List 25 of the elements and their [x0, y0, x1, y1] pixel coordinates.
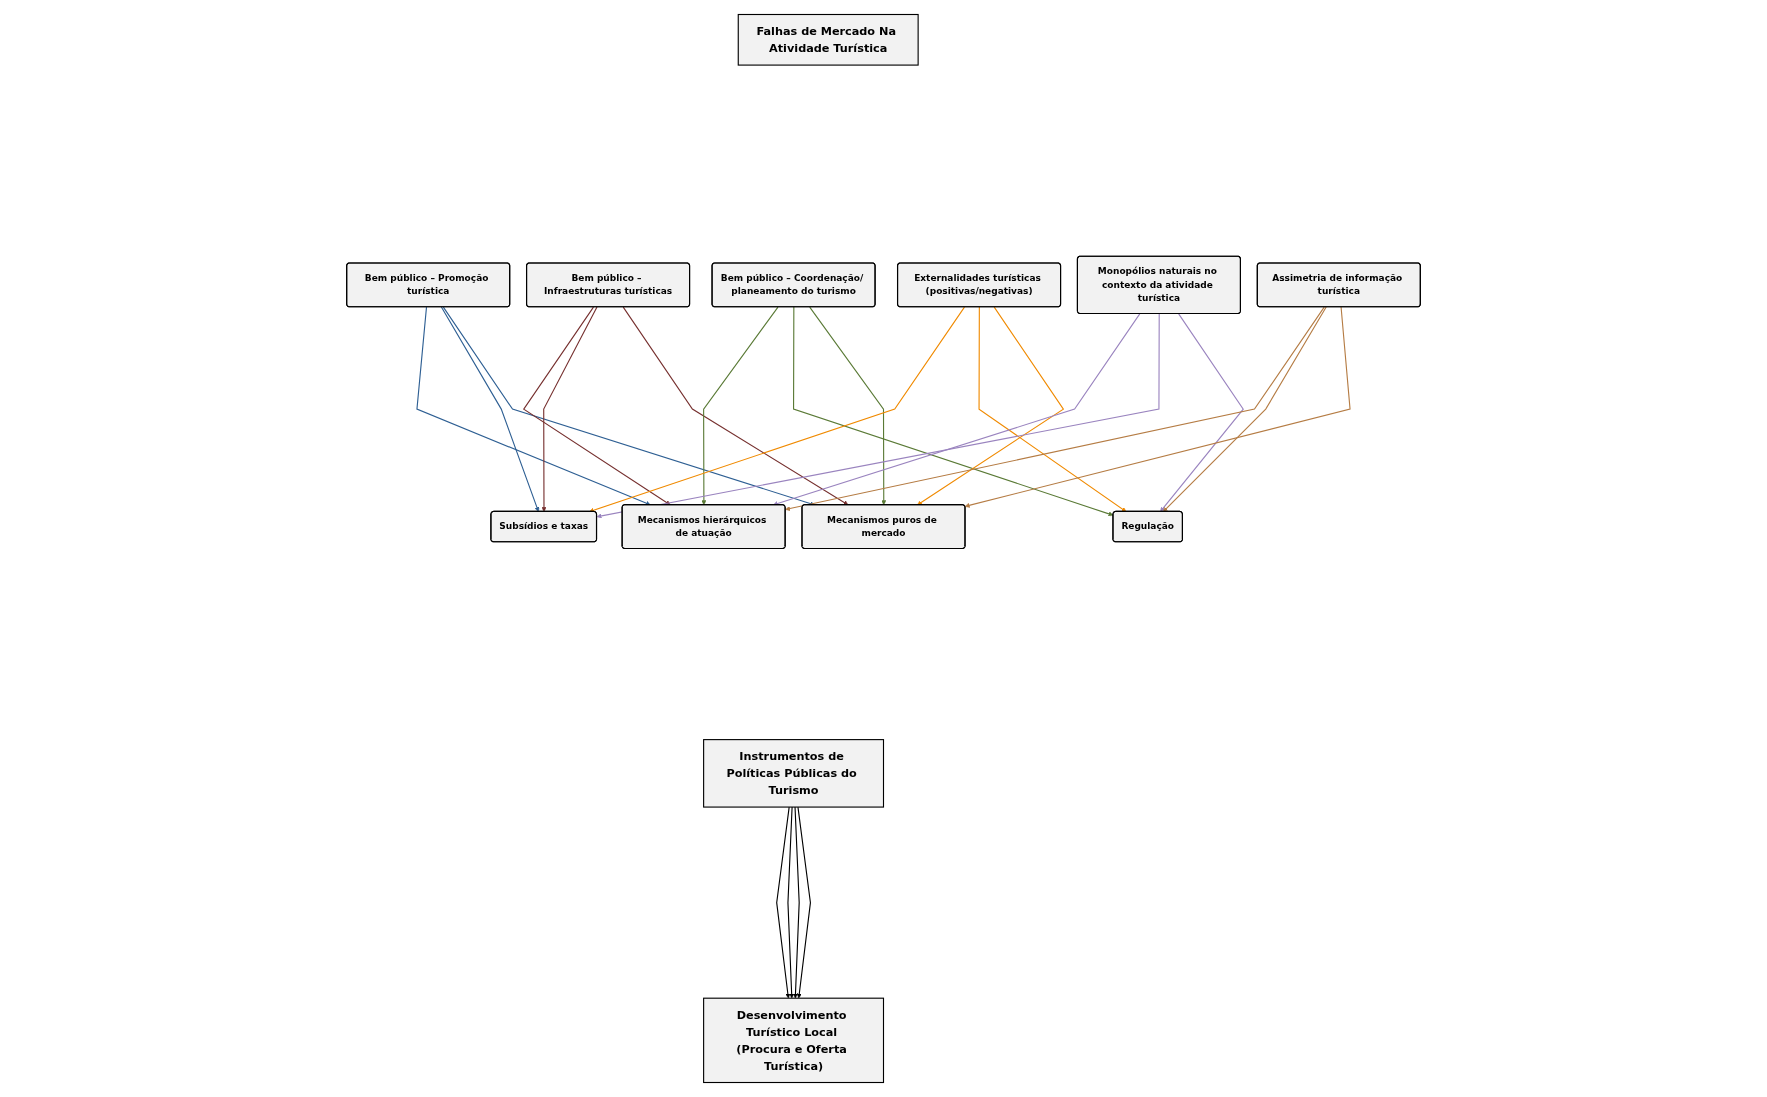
arrow [1160, 313, 1244, 512]
arrow [809, 306, 887, 506]
arrow [541, 306, 598, 512]
node-box: Desenvolvimento Turístico Local (Procura e Oferta Turística) [703, 997, 885, 1084]
arrow [917, 306, 1065, 506]
arrow [793, 306, 1114, 517]
arrow [589, 306, 965, 513]
arrow [622, 306, 849, 506]
arrow [442, 306, 815, 506]
arrow [793, 806, 800, 999]
arrow [787, 806, 795, 999]
arrow [796, 806, 811, 999]
arrow [522, 306, 671, 506]
arrow [596, 313, 1160, 519]
arrow [772, 313, 1141, 506]
arrow [776, 806, 791, 999]
arrow [440, 306, 540, 512]
node-box: Instrumentos de Políticas Públicas do Turismo [703, 739, 885, 808]
arrow [701, 306, 779, 506]
arrow [785, 306, 1325, 511]
arrow [978, 306, 1127, 512]
node-box: Falhas de Mercado Na Atividade Turística [737, 13, 919, 66]
arrow [1163, 306, 1327, 512]
arrow [416, 306, 651, 506]
arrow [964, 306, 1351, 508]
